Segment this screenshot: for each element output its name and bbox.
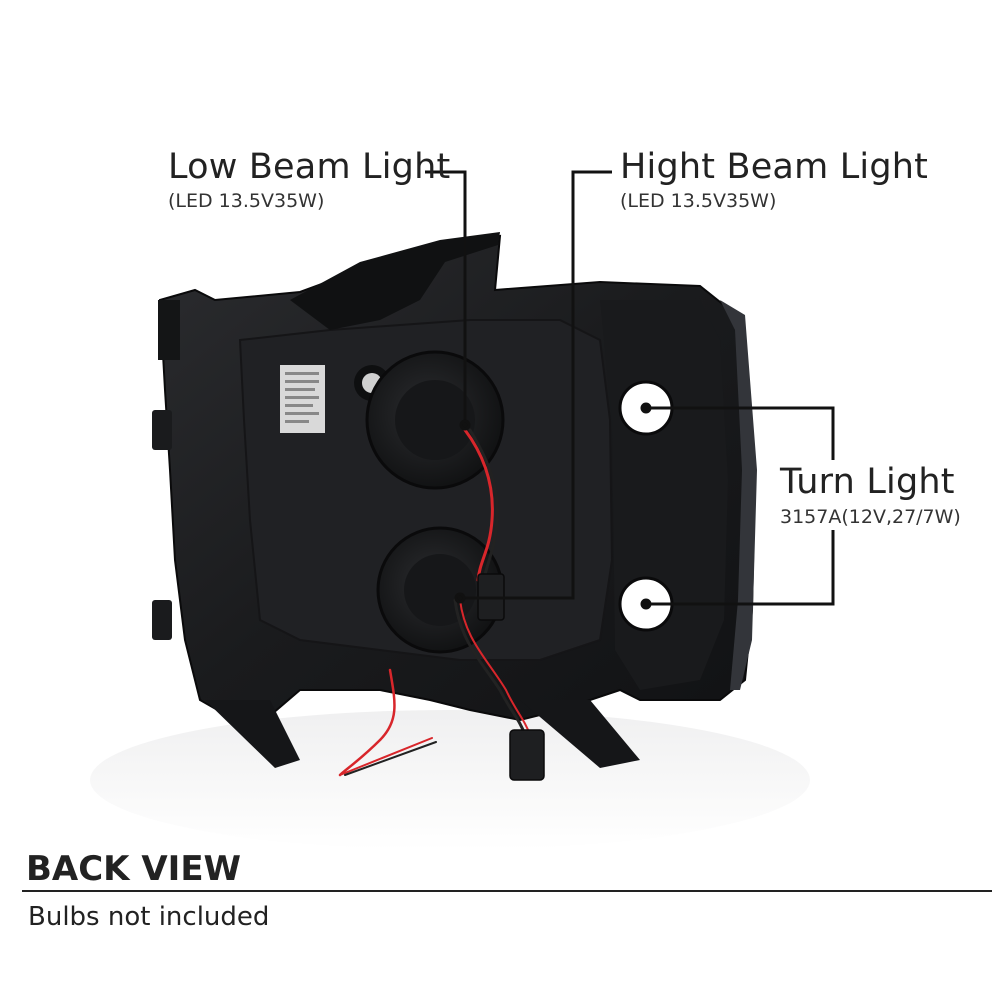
high-beam-title: Hight Beam Light (620, 147, 929, 187)
callout-leader-lines (425, 170, 835, 610)
wiring-harness (338, 428, 531, 777)
view-label: BACK VIEW (26, 849, 242, 889)
low-beam-leader-dot (459, 419, 471, 431)
turn-light-spec: 3157A(12V,27/7W) (780, 506, 961, 528)
headlight-housing (152, 232, 757, 768)
high-beam-leader (460, 170, 612, 600)
turn-leader-upper (646, 406, 835, 460)
low-beam-spec: (LED 13.5V35W) (168, 190, 325, 212)
turn-leader-dot-lower (640, 598, 652, 610)
turn-light-title: Turn Light (780, 462, 955, 502)
low-beam-title: Low Beam Light (168, 147, 451, 187)
low-beam-dust-cap (365, 350, 505, 490)
floor-reflection (90, 710, 810, 850)
divider-line (22, 890, 992, 892)
turn-leader-dot-upper (640, 402, 652, 414)
low-beam-leader (425, 170, 467, 425)
turn-leader-lower (646, 530, 835, 606)
high-beam-dust-cap (376, 526, 504, 654)
bulbs-note: Bulbs not included (28, 902, 270, 932)
high-beam-leader-dot (454, 592, 466, 604)
high-beam-spec: (LED 13.5V35W) (620, 190, 777, 212)
